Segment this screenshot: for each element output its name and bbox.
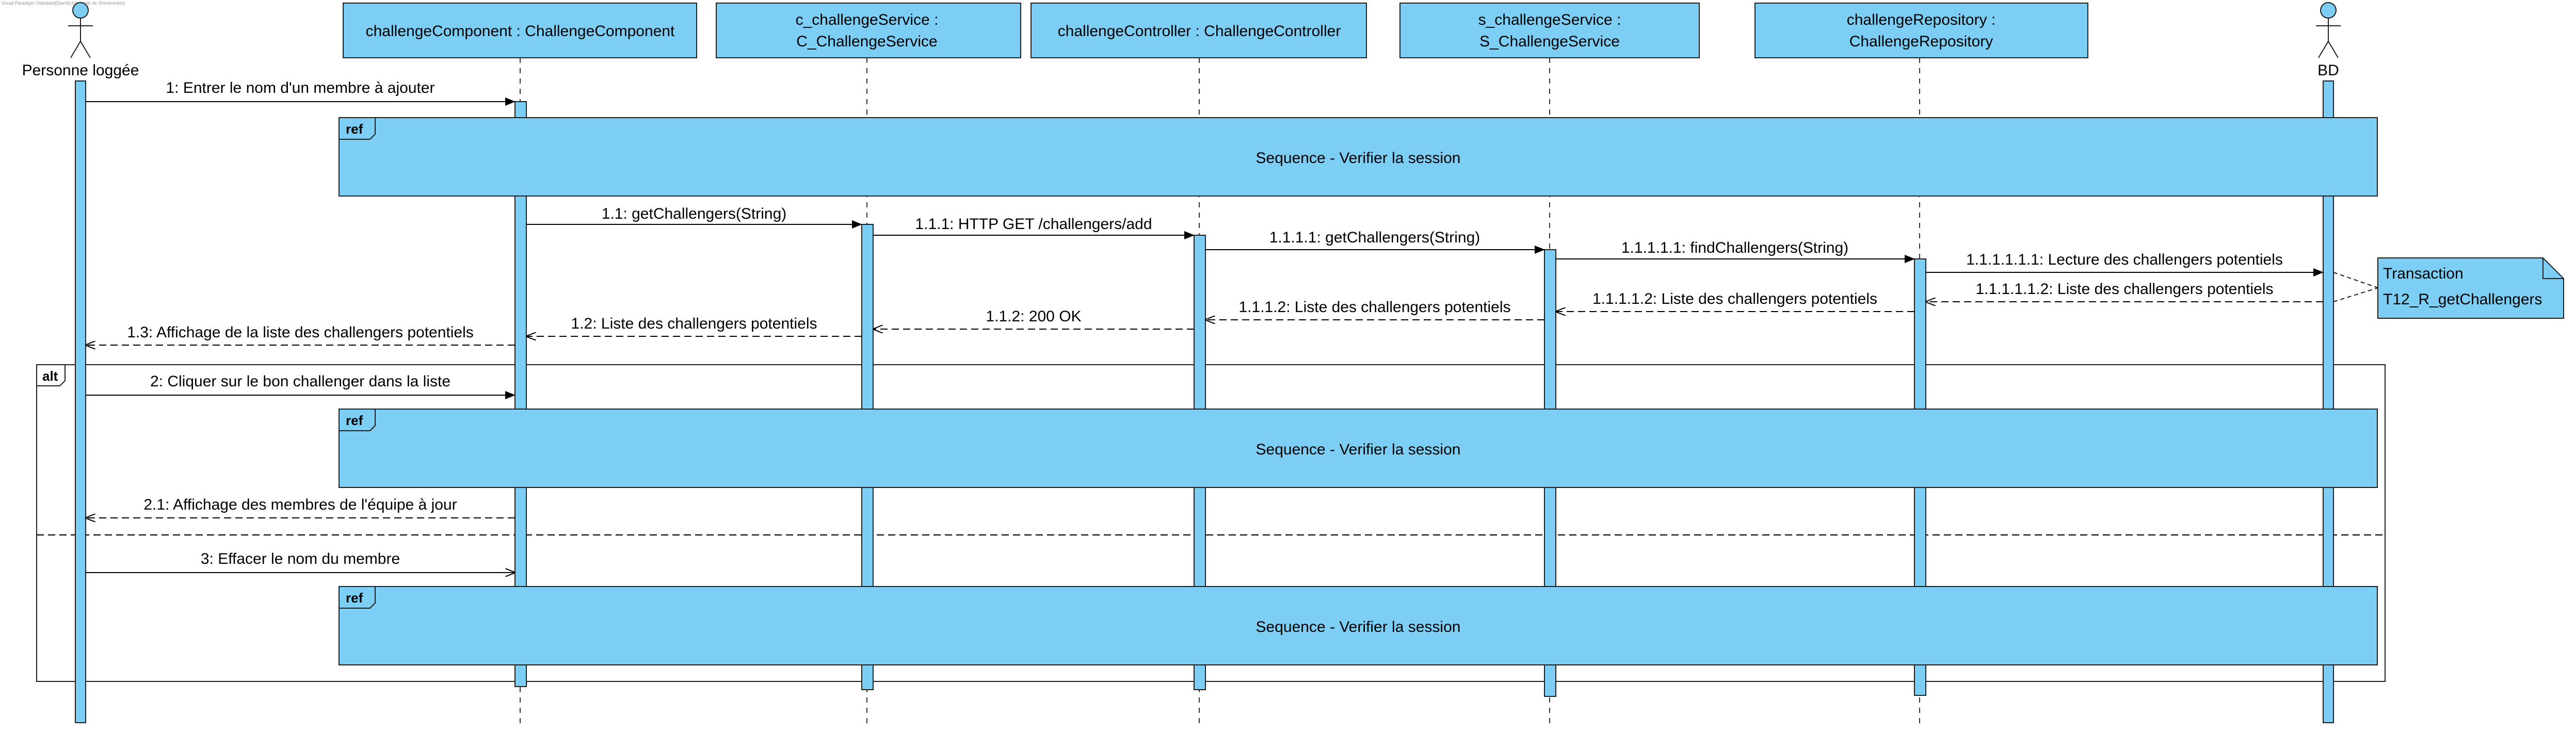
- message-1-1-1-1-1-1-label: 1.1.1.1.1.1: Lecture des challengers pot…: [1966, 251, 2283, 268]
- message-1-3-label: 1.3: Affichage de la liste des challenge…: [127, 324, 474, 341]
- lifeline-comp: challengeComponent : ChallengeComponent: [343, 3, 697, 58]
- activation-bar-db: [2323, 80, 2334, 723]
- actor-db-figure: [2316, 2, 2341, 58]
- ref-fragment-1: ref Sequence - Verifier la session: [339, 117, 2378, 197]
- lifeline-ssvc: s_challengeService : S_ChallengeService: [1399, 3, 1700, 58]
- ref-fragment-2: ref Sequence - Verifier la session: [339, 409, 2378, 488]
- message-2-1-label: 2.1: Affichage des membres de l'équipe à…: [143, 496, 457, 513]
- actor-db-label: BD: [2317, 62, 2339, 79]
- lifeline-ssvc-label-1: s_challengeService :: [1478, 11, 1621, 28]
- lifeline-repo-label-2: ChallengeRepository: [1849, 33, 1993, 50]
- message-1-1-1-1-2-label: 1.1.1.1.2: Liste des challengers potenti…: [1592, 290, 1877, 307]
- message-1-1-1-1-1-label: 1.1.1.1.1: findChallengers(String): [1621, 239, 1848, 256]
- lifeline-ctrl: challengeController : ChallengeControlle…: [1031, 3, 1367, 58]
- message-2-label: 2: Cliquer sur le bon challenger dans la…: [150, 373, 450, 390]
- actor-user-label: Personne loggée: [22, 62, 139, 79]
- message-1-1-1-2: 1.1.1.2: Liste des challengers potentiel…: [1205, 299, 1544, 320]
- alt-fragment-tag: alt: [42, 368, 58, 384]
- transaction-note-line2: T12_R_getChallengers: [2383, 291, 2542, 308]
- message-1-1-1-1-1-1: 1.1.1.1.1.1: Lecture des challengers pot…: [1926, 251, 2324, 276]
- actor-db: BD: [2316, 2, 2341, 79]
- ref-fragment-3-tag: ref: [346, 590, 363, 606]
- ref-fragment-3-label: Sequence - Verifier la session: [1256, 618, 1461, 636]
- lifeline-ssvc-label-2: S_ChallengeService: [1479, 33, 1620, 50]
- ref-fragment-3: ref Sequence - Verifier la session: [339, 586, 2378, 665]
- message-2-1: 2.1: Affichage des membres de l'équipe à…: [86, 496, 515, 518]
- message-1-2: 1.2: Liste des challengers potentiels: [526, 315, 862, 336]
- actor-user-figure: [68, 2, 93, 58]
- lifeline-comp-label: challengeComponent : ChallengeComponent: [366, 23, 675, 40]
- actor-user: Personne loggée: [22, 2, 139, 79]
- message-1-1-1-1-1-2-label: 1.1.1.1.1.2: Liste des challengers poten…: [1975, 281, 2273, 298]
- message-1-1-2: 1.1.2: 200 OK: [873, 308, 1194, 329]
- message-1-1-1-1-1: 1.1.1.1.1: findChallengers(String): [1556, 239, 1915, 263]
- message-1-1-1-1: 1.1.1.1: getChallengers(String): [1205, 229, 1545, 254]
- message-1-3: 1.3: Affichage de la liste des challenge…: [86, 324, 515, 345]
- lifeline-repo-label-1: challengeRepository :: [1847, 11, 1996, 28]
- message-1-1-1-1-1-2: 1.1.1.1.1.2: Liste des challengers poten…: [1926, 281, 2323, 302]
- message-3: 3: Effacer le nom du membre: [86, 550, 515, 573]
- ref-fragment-1-tag: ref: [346, 121, 363, 137]
- message-1: 1: Entrer le nom d'un membre à ajouter: [86, 79, 516, 106]
- watermark-text: Visual Paradigm Standard(David(Universit…: [1, 1, 125, 6]
- message-1-1-label: 1.1: getChallengers(String): [602, 205, 787, 222]
- transaction-note: Transaction T12_R_getChallengers: [2333, 257, 2564, 319]
- ref-fragment-2-tag: ref: [346, 413, 363, 428]
- message-1-1-1: 1.1.1: HTTP GET /challengers/add: [873, 216, 1195, 239]
- message-1-1-1-1-2: 1.1.1.1.2: Liste des challengers potenti…: [1556, 290, 1914, 312]
- message-1-1: 1.1: getChallengers(String): [526, 205, 862, 229]
- alt-fragment: alt: [36, 364, 2386, 682]
- note-anchor-1: [2333, 272, 2378, 288]
- message-1-1-1-2-label: 1.1.1.2: Liste des challengers potentiel…: [1238, 299, 1510, 316]
- lifeline-csvc-label-2: C_ChallengeService: [796, 33, 938, 50]
- message-2: 2: Cliquer sur le bon challenger dans la…: [86, 373, 516, 399]
- lifeline-headers: challengeComponent : ChallengeComponent …: [343, 3, 2088, 58]
- lifeline-repo: challengeRepository : ChallengeRepositor…: [1754, 3, 2088, 58]
- ref-fragment-1-label: Sequence - Verifier la session: [1256, 150, 1461, 167]
- lifeline-csvc: c_challengeService : C_ChallengeService: [716, 3, 1021, 58]
- message-1-2-label: 1.2: Liste des challengers potentiels: [571, 315, 817, 332]
- lifeline-ctrl-label: challengeController : ChallengeControlle…: [1058, 23, 1341, 40]
- message-1-1-1-1-label: 1.1.1.1: getChallengers(String): [1269, 229, 1480, 246]
- messages: 1: Entrer le nom d'un membre à ajouter 1…: [86, 79, 2324, 573]
- lifeline-csvc-label-1: c_challengeService :: [796, 11, 939, 28]
- ref-fragment-2-label: Sequence - Verifier la session: [1256, 441, 1461, 458]
- message-3-label: 3: Effacer le nom du membre: [201, 550, 400, 567]
- transaction-note-line1: Transaction: [2383, 265, 2464, 282]
- note-anchor-2: [2333, 287, 2378, 302]
- message-1-1-1-label: 1.1.1: HTTP GET /challengers/add: [915, 216, 1152, 233]
- message-1-1-2-label: 1.1.2: 200 OK: [986, 308, 1081, 325]
- message-1-label: 1: Entrer le nom d'un membre à ajouter: [166, 79, 435, 96]
- activation-bar-user: [75, 80, 86, 723]
